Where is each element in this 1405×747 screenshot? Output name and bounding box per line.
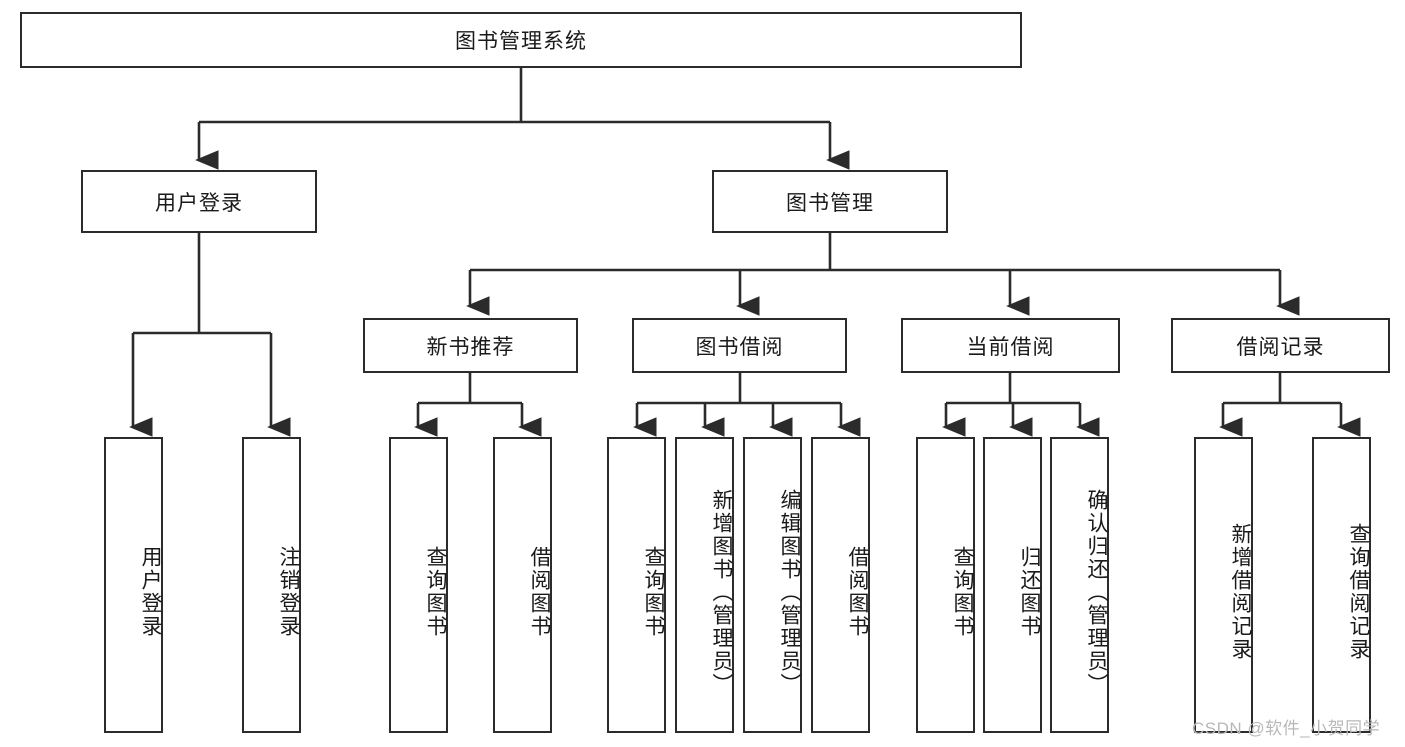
leaf-borrow-book-1-label: 借阅图书 [528,546,551,638]
node-current-borrow-label: 当前借阅 [966,335,1055,359]
leaf-query-book-1[interactable]: 查询图书 [389,437,448,733]
node-user-login-label: 用户登录 [155,191,243,215]
leaf-user-login-label: 用户登录 [139,546,162,638]
leaf-query-book-2-label: 查询图书 [642,546,665,638]
node-borrow-record[interactable]: 借阅记录 [1171,318,1390,373]
leaf-query-book-3-label: 查询图书 [951,546,974,638]
node-book-borrow[interactable]: 图书借阅 [632,318,847,373]
leaf-confirm-return[interactable]: 确认归还（管理员） [1050,437,1109,733]
leaf-edit-book[interactable]: 编辑图书（管理员） [743,437,802,733]
leaf-logout-login-label: 注销登录 [277,546,300,638]
node-root[interactable]: 图书管理系统 [20,12,1022,68]
csdn-watermark: CSDN @软件_小贺同学 [1192,719,1381,738]
leaf-return-book-label: 归还图书 [1018,546,1041,638]
leaf-borrow-book-2[interactable]: 借阅图书 [811,437,870,733]
leaf-add-record[interactable]: 新增借阅记录 [1194,437,1253,733]
node-new-book-recommend[interactable]: 新书推荐 [363,318,578,373]
leaf-confirm-return-label: 确认归还（管理员） [1085,488,1108,696]
node-current-borrow[interactable]: 当前借阅 [901,318,1120,373]
leaf-edit-book-label: 编辑图书（管理员） [778,488,801,696]
node-root-label: 图书管理系统 [455,30,587,53]
leaf-borrow-book-1[interactable]: 借阅图书 [493,437,552,733]
leaf-add-book[interactable]: 新增图书（管理员） [675,437,734,733]
node-user-login[interactable]: 用户登录 [81,170,317,233]
leaf-add-book-label: 新增图书（管理员） [710,488,733,696]
leaf-query-record-label: 查询借阅记录 [1347,523,1370,661]
leaf-query-book-2[interactable]: 查询图书 [607,437,666,733]
node-book-manage-label: 图书管理 [786,191,874,215]
leaf-query-book-1-label: 查询图书 [424,546,447,638]
leaf-logout-login[interactable]: 注销登录 [242,437,301,733]
leaf-return-book[interactable]: 归还图书 [983,437,1042,733]
node-book-borrow-label: 图书借阅 [695,335,784,359]
node-book-manage[interactable]: 图书管理 [712,170,948,233]
leaf-borrow-book-2-label: 借阅图书 [846,546,869,638]
leaf-add-record-label: 新增借阅记录 [1229,523,1252,661]
leaf-query-record[interactable]: 查询借阅记录 [1312,437,1371,733]
leaf-user-login[interactable]: 用户登录 [104,437,163,733]
leaf-query-book-3[interactable]: 查询图书 [916,437,975,733]
node-borrow-record-label: 借阅记录 [1236,335,1325,359]
node-new-book-recommend-label: 新书推荐 [426,335,515,359]
